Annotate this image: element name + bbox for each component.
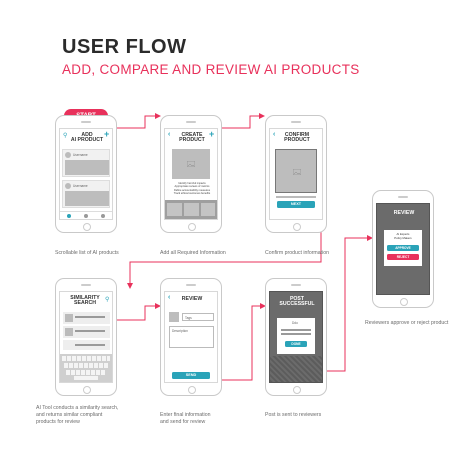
keyboard[interactable] [60, 354, 112, 382]
arrow-similarity-to-review [104, 303, 161, 321]
next-button[interactable]: NEXT [277, 201, 315, 208]
screen-review-form: ‹ REVIEW Tags Description SEND [164, 291, 218, 383]
list-item[interactable]: Username [62, 180, 110, 208]
caption-add: Scrollable list of AI products [55, 250, 119, 256]
send-button[interactable]: SEND [172, 372, 210, 379]
phone-review-decision: REVIEW AI Experts Policy Makers APPROVE … [372, 190, 434, 308]
tab-bar [60, 211, 112, 219]
image-placeholder [65, 160, 109, 175]
description-placeholder: Description [172, 329, 188, 333]
result-row[interactable] [63, 326, 110, 338]
arrow-review-to-post [214, 303, 266, 381]
caption-confirm: Confirm product information [265, 250, 330, 256]
back-icon[interactable]: ‹ [168, 294, 171, 301]
caption-post: Post is sent to reviewers [265, 412, 322, 418]
thumbnail[interactable] [201, 203, 215, 216]
caption-create: Add all Required Information [160, 250, 226, 256]
success-label: Ddo [292, 321, 298, 325]
tab-icon[interactable] [101, 214, 105, 218]
thumbnail[interactable] [167, 203, 182, 216]
home-tab-icon[interactable] [67, 214, 71, 218]
screen-confirm-product: ‹ CONFIRM PRODUCT NEXT [269, 128, 323, 220]
tab-icon[interactable] [84, 214, 88, 218]
screen-title: ADD AI PRODUCT [70, 132, 104, 144]
phone-add-product: ⚲ + ADD AI PRODUCT Username Username [55, 115, 117, 233]
screen-post-successful: POST SUCCESSFUL Ddo DONE [269, 291, 323, 383]
phone-review-form: ‹ REVIEW Tags Description SEND [160, 278, 222, 396]
text-line [75, 316, 105, 318]
reviewer-text: AI Experts Policy Makers [394, 232, 412, 240]
screen-title: SIMILARITY SEARCH [70, 295, 100, 307]
image-placeholder [65, 191, 109, 206]
search-icon[interactable]: ⚲ [105, 297, 110, 303]
diagram-subtitle: ADD, COMPARE AND REVIEW AI PRODUCTS [62, 62, 360, 77]
text-line [281, 329, 311, 331]
caption-review-form: Enter final information and send for rev… [160, 412, 211, 426]
arrow-create-to-confirm [214, 113, 265, 129]
add-icon[interactable]: + [104, 129, 110, 139]
image-placeholder [169, 312, 179, 322]
username-label: Username [73, 153, 88, 157]
background-pattern [270, 356, 322, 382]
space-bar [74, 376, 98, 380]
tags-placeholder: Tags [185, 315, 192, 320]
text-line [75, 344, 105, 346]
username-label: Username [73, 184, 88, 188]
keyboard-row [62, 356, 110, 361]
keyboard-row [66, 370, 106, 375]
screen-title: REVIEW [393, 210, 415, 216]
thumbnail-strip [165, 200, 217, 219]
done-button[interactable]: DONE [285, 341, 307, 347]
screen-similarity-search: SIMILARITY SEARCH ⚲ [59, 291, 113, 383]
add-icon[interactable]: + [209, 129, 215, 139]
approve-button[interactable]: APPROVE [387, 245, 419, 251]
screen-add-product: ⚲ + ADD AI PRODUCT Username Username [59, 128, 113, 220]
success-card: Ddo DONE [277, 318, 315, 354]
back-icon[interactable]: ‹ [168, 131, 171, 138]
screen-title: POST SUCCESSFUL [279, 296, 315, 308]
caption-similarity: AI Tool conducts a similarity search, an… [36, 405, 119, 426]
avatar [65, 183, 71, 189]
phone-post-successful: POST SUCCESSFUL Ddo DONE [265, 278, 327, 396]
list-item[interactable]: Username [62, 149, 110, 177]
description-field[interactable]: Description [169, 326, 214, 348]
keyboard-row [64, 363, 108, 368]
avatar [65, 152, 71, 158]
result-thumbnail [65, 314, 73, 322]
text-line [281, 333, 311, 335]
screen-review-decision: REVIEW AI Experts Policy Makers APPROVE … [376, 203, 430, 295]
back-icon[interactable]: ‹ [273, 131, 276, 138]
text-line [75, 330, 105, 332]
result-row[interactable] [63, 340, 110, 350]
phone-confirm-product: ‹ CONFIRM PRODUCT NEXT [265, 115, 327, 233]
screen-title: CREATE PRODUCT [179, 132, 205, 144]
diagram-title: USER FLOW [62, 36, 187, 58]
info-text: Identify harmful impacts Appropriate rev… [173, 182, 211, 196]
text-line [276, 196, 316, 198]
search-icon[interactable]: ⚲ [63, 133, 68, 139]
arrow-post-to-decision [321, 235, 373, 372]
tags-field[interactable]: Tags [182, 313, 214, 321]
reject-button[interactable]: REJECT [387, 254, 419, 260]
screen-create-product: ‹ + CREATE PRODUCT Identify harmful impa… [164, 128, 218, 220]
phone-similarity-search: SIMILARITY SEARCH ⚲ [55, 278, 117, 396]
arrow-add-to-create [107, 113, 161, 129]
image-placeholder [172, 149, 210, 179]
screen-title: REVIEW [181, 296, 203, 302]
result-thumbnail [65, 328, 73, 336]
phone-create-product: ‹ + CREATE PRODUCT Identify harmful impa… [160, 115, 222, 233]
thumbnail[interactable] [184, 203, 199, 216]
screen-title: CONFIRM PRODUCT [284, 132, 310, 144]
caption-review-decision: Reviewers approve or reject product [365, 320, 449, 326]
result-row[interactable] [63, 312, 110, 324]
image-placeholder [275, 149, 317, 193]
decision-card: AI Experts Policy Makers APPROVE REJECT [384, 230, 422, 266]
